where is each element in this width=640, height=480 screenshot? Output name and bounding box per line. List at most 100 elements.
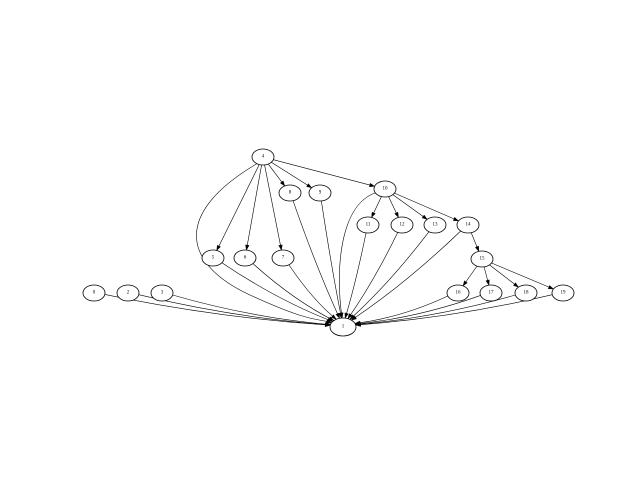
node-label: 7 <box>282 256 285 261</box>
node-ellipse <box>456 216 480 234</box>
node-label: 2 <box>127 291 130 296</box>
edge-n8-to-n1 <box>292 200 340 319</box>
arrowhead-n15-to-n16 <box>462 280 468 287</box>
node-ellipse <box>251 148 275 166</box>
node-2: 2 <box>116 284 140 302</box>
arrowhead-n10-to-n12 <box>394 211 399 218</box>
node-ellipse <box>423 216 447 234</box>
nodes-layer: 4 8 9 10 11 12 13 14 5 6 7 15 0 2 3 16 17 18 19 1 <box>82 148 575 337</box>
node-7: 7 <box>271 249 295 267</box>
node-label: 6 <box>244 256 247 261</box>
edge-n4-to-n9 <box>271 161 312 189</box>
edge-n15-to-n18 <box>489 264 519 288</box>
node-ellipse <box>278 184 302 202</box>
node-14: 14 <box>456 216 480 234</box>
node-ellipse <box>271 249 295 267</box>
node-ellipse <box>82 284 106 302</box>
node-label: 9 <box>319 191 322 196</box>
node-label: 18 <box>524 291 530 296</box>
node-10: 10 <box>373 180 397 198</box>
node-ellipse <box>470 250 494 268</box>
node-11: 11 <box>356 216 380 234</box>
node-label: 5 <box>212 256 215 261</box>
edge-n4-to-n6 <box>246 164 262 251</box>
node-ellipse <box>150 284 174 302</box>
edge-n0-to-n1 <box>104 294 331 326</box>
node-ellipse <box>201 249 225 267</box>
node-label: 13 <box>433 223 439 228</box>
arrowhead-n3-to-n1 <box>325 322 332 327</box>
edge-n7-to-n1 <box>288 264 337 320</box>
edge-n10-to-n14 <box>394 192 459 222</box>
edge-n10-to-n1 <box>339 192 376 319</box>
node-label: 17 <box>489 291 495 296</box>
edges-layer <box>104 159 555 327</box>
arrowhead-n8-to-n1 <box>335 312 340 319</box>
node-label: 14 <box>466 223 472 228</box>
node-6: 6 <box>233 249 257 267</box>
node-3: 3 <box>150 284 174 302</box>
arrowhead-n19-to-n1 <box>355 322 362 327</box>
node-ellipse <box>514 284 538 302</box>
node-label: 12 <box>400 223 406 228</box>
node-ellipse <box>329 317 357 337</box>
edge-n9-to-n1 <box>321 200 342 319</box>
node-label: 19 <box>561 291 567 296</box>
arrowhead-n9-to-n1 <box>338 312 343 319</box>
arrowhead-n10-to-n14 <box>452 216 460 222</box>
arrowhead-n4-to-n8 <box>279 180 286 187</box>
edge-n3-to-n1 <box>172 294 331 325</box>
node-label: 16 <box>456 291 462 296</box>
node-ellipse <box>116 284 140 302</box>
node-5: 5 <box>201 249 225 267</box>
edge-n10-to-n13 <box>392 194 428 220</box>
arrowhead-n4-to-n10 <box>369 182 376 187</box>
node-ellipse <box>479 284 503 302</box>
node-ellipse <box>551 284 575 302</box>
node-15: 15 <box>470 250 494 268</box>
node-label: 8 <box>289 191 292 196</box>
node-1: 1 <box>329 317 357 337</box>
node-9: 9 <box>308 184 332 202</box>
arrowhead-n10-to-n13 <box>421 214 428 220</box>
edge-n4-to-n5 <box>216 164 260 251</box>
node-ellipse <box>390 216 414 234</box>
node-0: 0 <box>82 284 106 302</box>
edge-n5-to-n1 <box>221 262 333 322</box>
node-label: 4 <box>262 155 265 160</box>
node-label: 11 <box>366 223 371 228</box>
node-ellipse <box>233 249 257 267</box>
edge-n4-to-n7 <box>264 164 282 251</box>
arrowhead-n13-to-n1 <box>349 314 356 320</box>
node-18: 18 <box>514 284 538 302</box>
arrowhead-n4-to-n9 <box>306 183 313 189</box>
node-16: 16 <box>446 284 470 302</box>
edge-n6-to-n1 <box>252 263 335 321</box>
edge-n15-to-n19 <box>491 262 554 290</box>
edge-n16-to-n1 <box>354 295 448 324</box>
edge-n17-to-n1 <box>355 295 481 325</box>
node-label: 0 <box>93 291 96 296</box>
edge-n13-to-n1 <box>349 231 430 320</box>
node-label: 1 <box>342 325 345 330</box>
arrowhead-n6-to-n1 <box>328 316 335 321</box>
arrowhead-n7-to-n1 <box>330 314 337 320</box>
arrowhead-n15-to-n18 <box>513 282 519 288</box>
arrowhead-n4-to-n5 <box>216 244 221 252</box>
arrowhead-n14-to-n15 <box>474 245 480 252</box>
arrowhead-n10-to-n11 <box>371 211 376 218</box>
arrowhead-n15-to-n19 <box>547 285 555 290</box>
node-ellipse <box>356 216 380 234</box>
node-17: 17 <box>479 284 503 302</box>
node-ellipse <box>308 184 332 202</box>
node-ellipse <box>446 284 470 302</box>
edge-n11-to-n1 <box>344 232 367 319</box>
edge-n4-to-n10 <box>273 159 375 187</box>
node-label: 10 <box>383 187 389 192</box>
node-19: 19 <box>551 284 575 302</box>
arrowhead-n15-to-n17 <box>485 279 490 286</box>
arrowhead-n12-to-n1 <box>347 313 353 320</box>
node-8: 8 <box>278 184 302 202</box>
arrowhead-n4-to-n7 <box>278 244 283 251</box>
